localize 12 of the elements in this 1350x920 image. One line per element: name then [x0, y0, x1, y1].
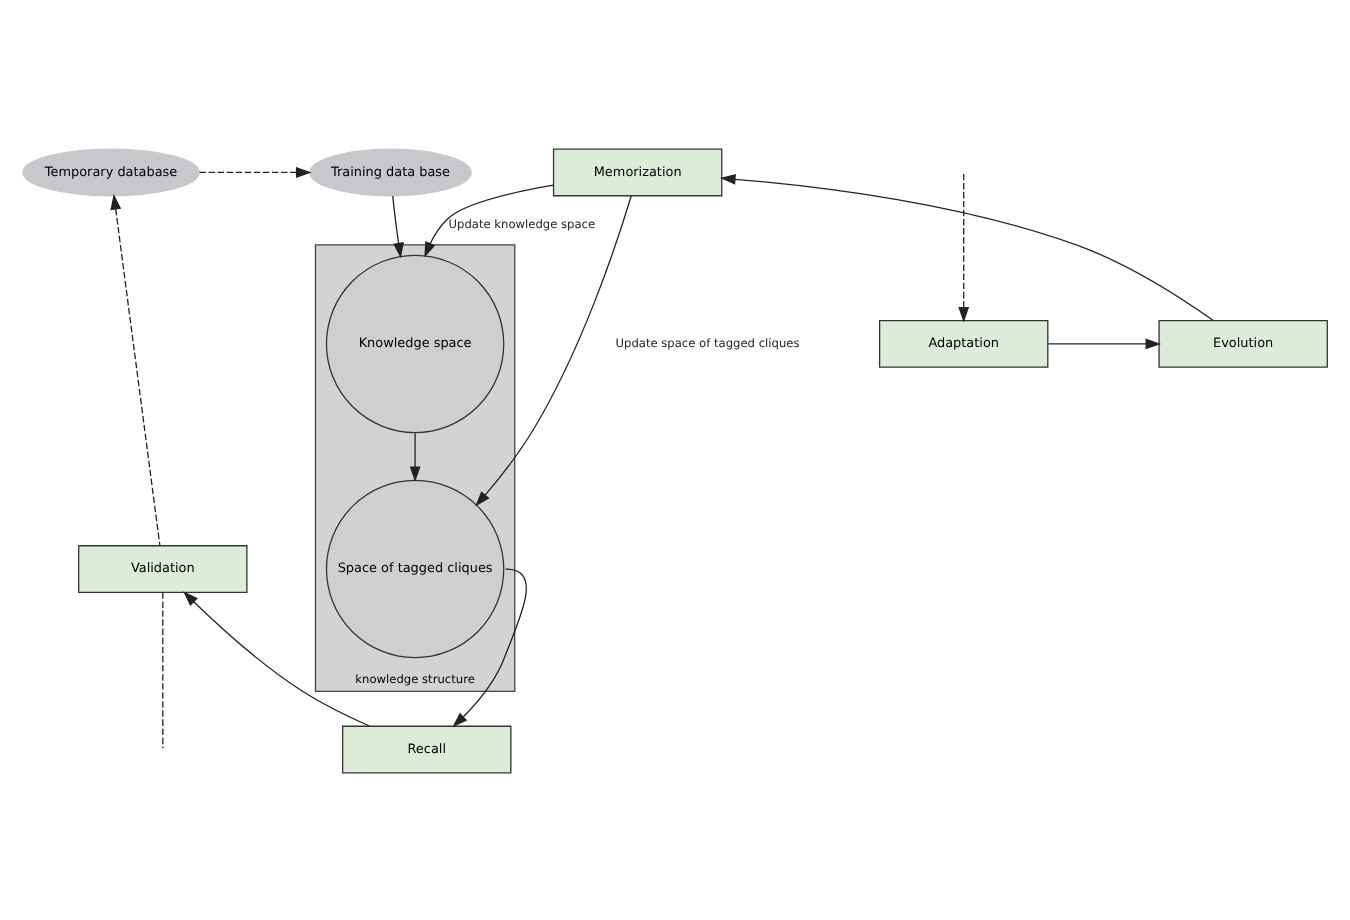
connector	[162, 590, 164, 748]
arrow	[392, 194, 404, 258]
arrow	[424, 183, 554, 257]
arrow	[183, 590, 370, 726]
arrow	[110, 193, 161, 546]
arrow	[720, 172, 1214, 320]
arrow	[475, 194, 632, 506]
arrow	[958, 172, 970, 322]
arrow	[409, 431, 421, 481]
arrow	[452, 567, 527, 727]
arrow	[1047, 337, 1162, 349]
arrow	[198, 166, 312, 177]
